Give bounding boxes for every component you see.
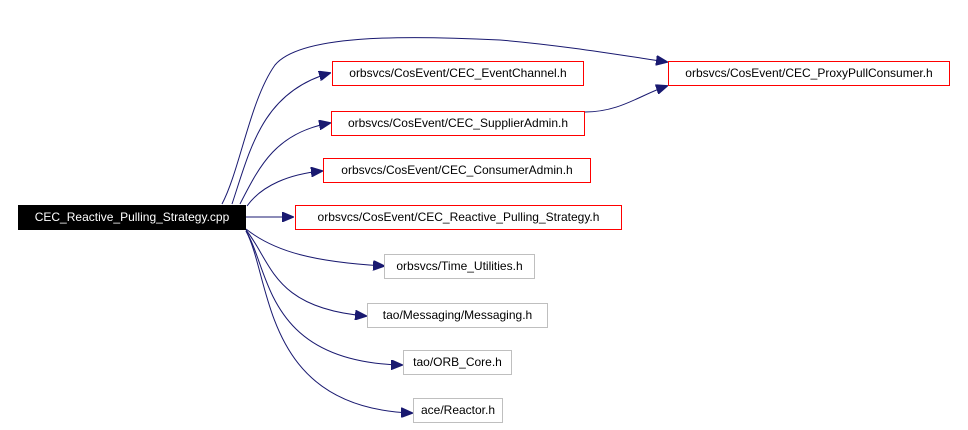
node-orb-core[interactable]: tao/ORB_Core.h	[403, 350, 512, 375]
edge-root-to-supplieradmin	[239, 123, 330, 205]
edge-root-to-consumeradmin	[246, 171, 322, 207]
node-reactor[interactable]: ace/Reactor.h	[413, 398, 503, 423]
edge-root-to-orb-core	[245, 230, 402, 365]
node-cec-supplieradmin[interactable]: orbsvcs/CosEvent/CEC_SupplierAdmin.h	[331, 111, 585, 136]
node-time-utilities[interactable]: orbsvcs/Time_Utilities.h	[384, 254, 535, 279]
edge-root-to-eventchannel	[231, 73, 330, 205]
edge-root-to-proxypullconsumer	[221, 37, 667, 205]
node-cec-reactive-pulling-strategy-h[interactable]: orbsvcs/CosEvent/CEC_Reactive_Pulling_St…	[295, 205, 622, 230]
node-cec-consumeradmin[interactable]: orbsvcs/CosEvent/CEC_ConsumerAdmin.h	[323, 158, 591, 183]
edge-root-to-reactor	[245, 230, 412, 413]
node-cec-eventchannel[interactable]: orbsvcs/CosEvent/CEC_EventChannel.h	[332, 61, 584, 86]
edge-root-to-messaging	[245, 229, 366, 316]
edge-root-to-time-utilities	[245, 228, 384, 266]
node-root-file[interactable]: CEC_Reactive_Pulling_Strategy.cpp	[18, 205, 246, 230]
node-messaging[interactable]: tao/Messaging/Messaging.h	[367, 303, 548, 328]
edge-supplieradmin-to-proxypullconsumer	[584, 86, 667, 113]
node-cec-proxypullconsumer[interactable]: orbsvcs/CosEvent/CEC_ProxyPullConsumer.h	[668, 61, 950, 86]
